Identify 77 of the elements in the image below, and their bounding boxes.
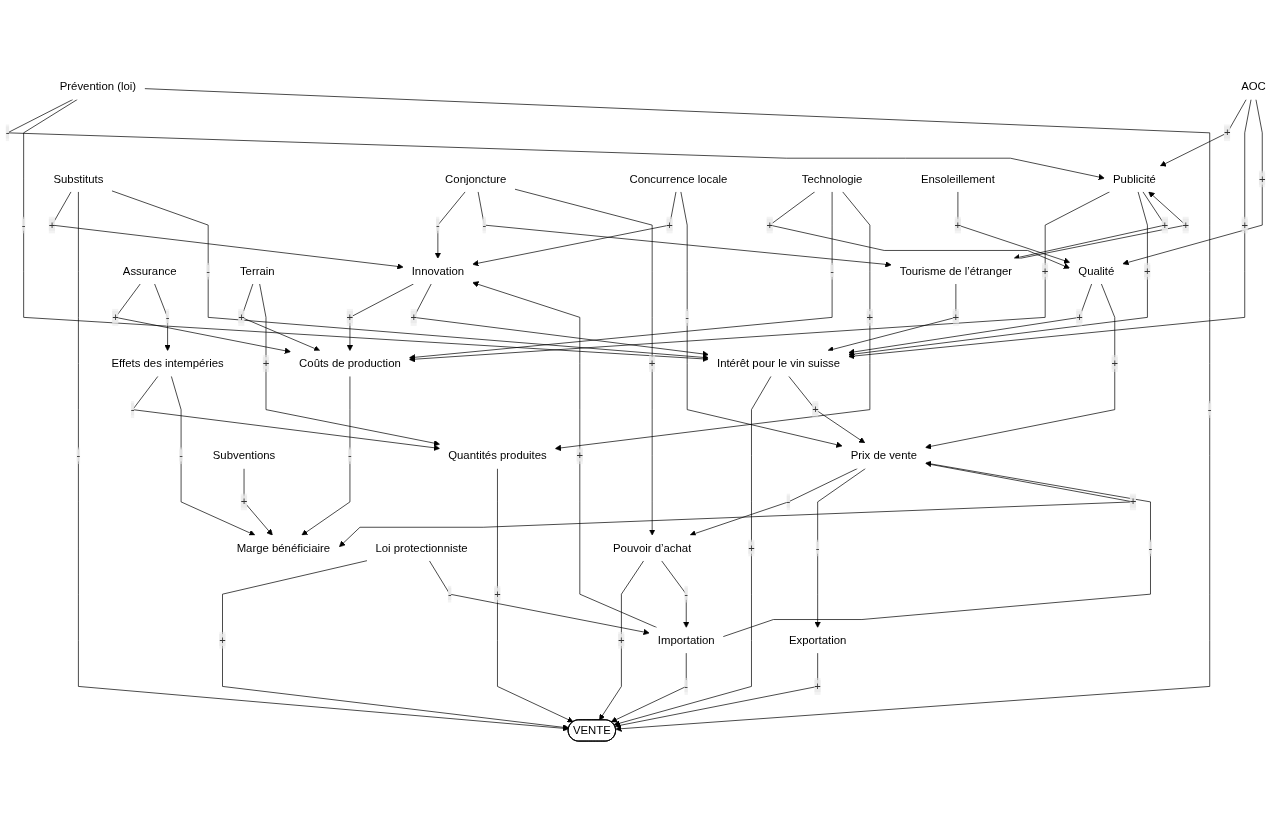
node-label: Importation — [657, 633, 715, 646]
edge-label: + — [618, 633, 625, 646]
edge-label: - — [76, 449, 81, 462]
edge-label: + — [952, 311, 960, 324]
text-node: Coûts de production — [290, 350, 410, 377]
edge-label: - — [684, 680, 689, 693]
edge-label: - — [482, 218, 487, 231]
edge-label: - — [348, 449, 352, 462]
node-label: Intérêt pour le vin suisse — [716, 357, 841, 370]
edge-label: - — [830, 264, 834, 277]
edge-label: + — [1041, 264, 1049, 277]
edge-label: + — [1182, 218, 1190, 231]
edge-label: + — [648, 357, 656, 370]
text-node: Assurance — [114, 258, 185, 284]
edge-label: + — [240, 495, 248, 508]
edge-label: + — [1076, 311, 1083, 324]
node-label: Exportation — [788, 633, 847, 646]
text-node: Publicité — [1104, 166, 1165, 192]
node-label: Effets des intempéries — [111, 357, 224, 370]
node-label: Concurrence locale — [629, 172, 728, 185]
edge-label: - — [786, 495, 791, 508]
edge-label: + — [1241, 218, 1249, 231]
node-label: Tourisme de l’étranger — [899, 264, 1013, 277]
edge-label: - — [684, 587, 689, 600]
edge-label: - — [1148, 541, 1153, 554]
edge-label: - — [436, 218, 440, 231]
edge-label: - — [130, 403, 135, 416]
edge-label: + — [219, 633, 226, 646]
edge-label: + — [410, 311, 418, 324]
edge-label: + — [954, 218, 962, 231]
edge-label: - — [1207, 403, 1212, 416]
edge-label: - — [206, 264, 211, 277]
node-label: Substituts — [53, 172, 104, 185]
edge-label: - — [685, 311, 690, 324]
edge-label: + — [1111, 357, 1119, 370]
edge-label: + — [766, 218, 774, 231]
node-label: Innovation — [411, 264, 465, 277]
edge-label: + — [1223, 126, 1231, 139]
edge-label: + — [112, 311, 119, 324]
edge-label: - — [165, 311, 170, 324]
node-label: Publicité — [1113, 172, 1156, 185]
edge-label: + — [576, 449, 584, 462]
edge-label: + — [866, 311, 874, 324]
edge-label: - — [179, 449, 183, 462]
edge-label: - — [5, 126, 10, 139]
edge-label: + — [48, 218, 56, 231]
node-label: Prévention (loi) — [59, 80, 137, 93]
edge-label: + — [812, 403, 819, 416]
text-node: Quantités produites — [439, 443, 556, 469]
node-label: AOC — [1241, 80, 1266, 93]
edge-label: + — [1258, 172, 1266, 185]
edge-label: + — [1161, 218, 1169, 231]
node-label: Loi protectionniste — [375, 541, 468, 554]
node-label: Marge bénéficiaire — [236, 541, 331, 554]
node-label: Ensoleillement — [920, 172, 995, 185]
node-label: Pouvoir d’achat — [613, 541, 692, 554]
edge-label: + — [1129, 495, 1137, 508]
edge-label: - — [815, 541, 820, 554]
node-label: Prix de vente — [850, 449, 917, 462]
text-node: Terrain — [231, 258, 284, 284]
node-label: Quantités produites — [448, 449, 547, 462]
edge-label: + — [494, 587, 501, 600]
node-label: Qualité — [1078, 264, 1115, 277]
edge-label: - — [447, 587, 452, 600]
edge-label: + — [346, 311, 354, 324]
node-label: Coûts de production — [299, 357, 401, 370]
edge-label: + — [748, 541, 755, 554]
node-label: Technologie — [801, 172, 863, 185]
node-label: Conjoncture — [445, 172, 507, 185]
rounded-box: VENTE — [567, 719, 616, 742]
edge-label: + — [1144, 264, 1151, 277]
edge-label: + — [238, 311, 245, 324]
node-label: Subventions — [212, 449, 276, 462]
edge-label: + — [262, 357, 270, 370]
edge-label: + — [666, 218, 673, 231]
edge-label: - — [21, 218, 26, 231]
edge-label: + — [814, 680, 821, 693]
